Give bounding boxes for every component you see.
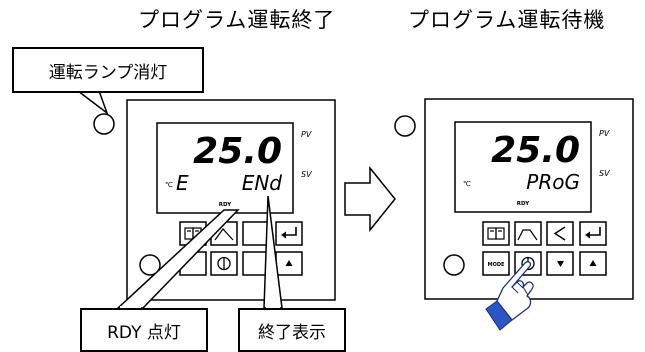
right-back-icon [553,226,566,241]
right-mode-button[interactable] [482,251,510,276]
right-sv-tag: SV [599,169,610,178]
right-up-icon [589,260,597,266]
right-run-lamp [394,115,416,137]
right-pv-value: 25.0 [491,130,580,171]
left-controller: 25.0 PV SV ℃ E ENd RDY [71,86,336,310]
left-unit-label: ℃ [165,181,173,189]
right-enter-arrowhead [585,231,590,239]
right-sub-lamp [443,254,465,276]
left-sub-lamp [139,254,161,276]
left-enter-arrowhead [281,231,286,239]
right-sv-text: PRoG [526,170,580,194]
left-rdy-label: RDY [219,202,232,208]
left-sv-text: ENd [242,171,283,195]
transition-arrow [344,165,396,233]
left-program-icon [214,228,234,241]
left-sv-tag: SV [301,170,312,179]
left-pv-tag: PV [301,130,312,139]
right-program-icon [517,229,538,241]
right-enter-button[interactable] [579,221,607,246]
left-sv-prefix: E [176,171,189,195]
callout-end-display: 終了表示 [238,308,346,352]
pointing-hand-icon [485,261,534,331]
title-program-standby: プログラム運転待機 [408,8,606,32]
right-enter-icon [587,227,601,236]
callout-lamp-off: 運転ランプ消灯 [12,47,204,93]
right-down-icon [557,261,564,267]
left-enter-button[interactable] [275,221,303,246]
right-program-button[interactable] [514,221,542,246]
title-program-end: プログラム運転終了 [138,8,336,32]
right-mode-label: MODE [488,262,505,268]
left-enter-icon [283,227,297,236]
left-up-icon [285,260,293,266]
right-book-icon [487,227,505,240]
right-back-button[interactable] [546,221,574,246]
right-pv-tag: PV [599,129,610,138]
left-pv-value: 25.0 [193,131,282,172]
right-controller: 25.0 PV SV ℃ PRoG RDY MODE [394,98,634,331]
right-rdy-label: RDY [517,201,530,207]
left-run-lamp [93,113,115,135]
right-display-window [454,121,592,213]
left-back-button[interactable] [242,221,270,246]
callout-rdy-on: RDY 点灯 [80,308,208,352]
right-unit-label: ℃ [463,180,471,188]
